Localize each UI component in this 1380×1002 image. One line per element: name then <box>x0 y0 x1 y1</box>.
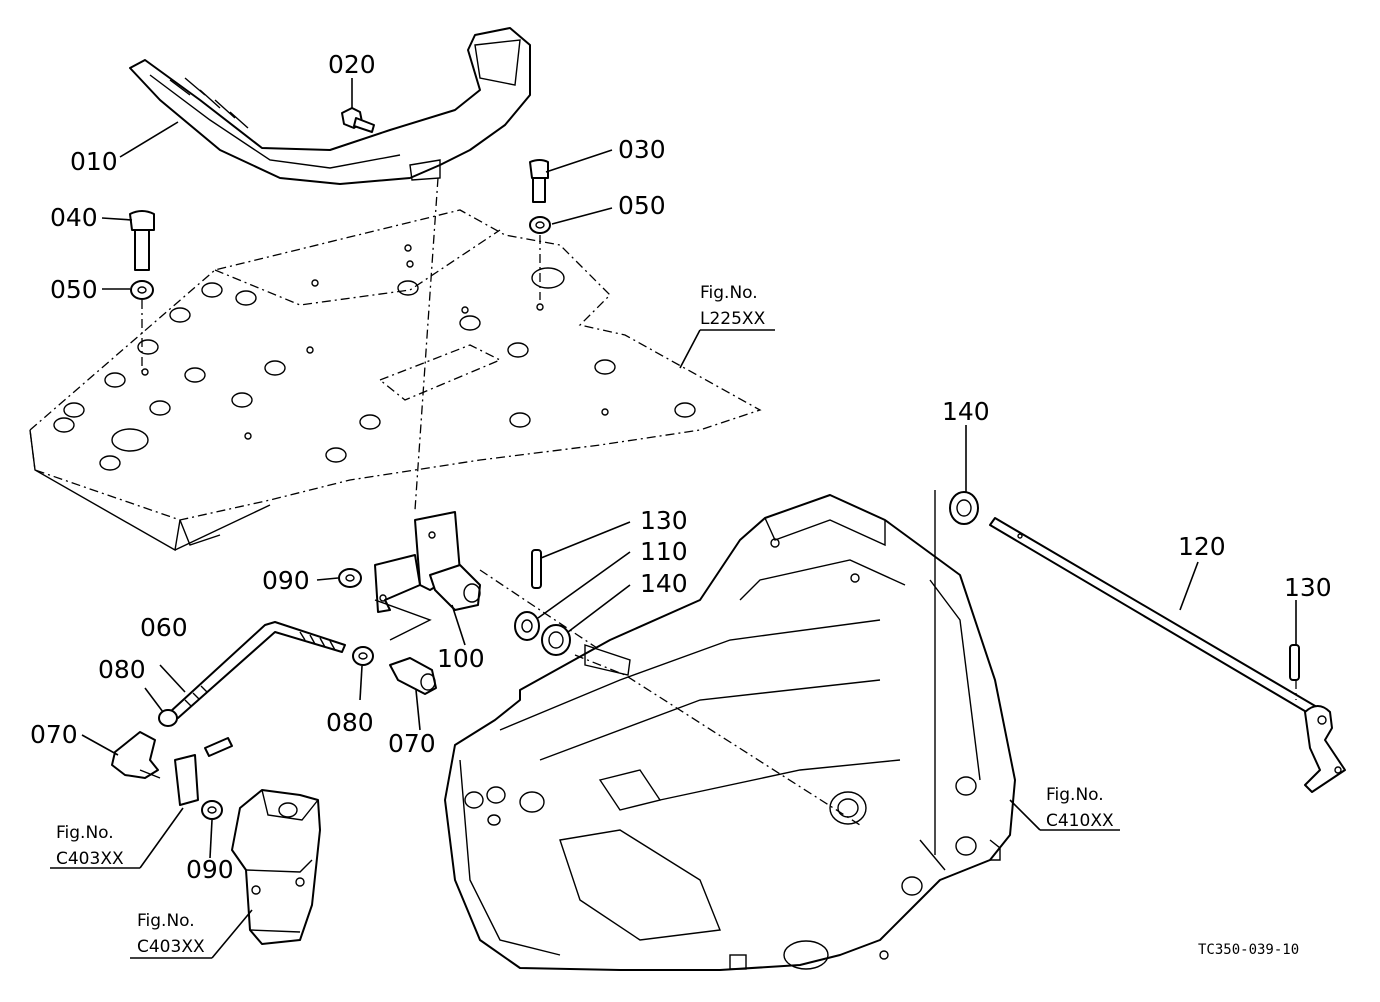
callout-080-right: 080 <box>326 708 374 737</box>
callout-labels: 010 020 030 040 050 050 060 070 070 080 … <box>30 50 1332 884</box>
callout-100: 100 <box>437 644 485 673</box>
pin-130-left <box>531 549 542 589</box>
bolt-040 <box>129 210 155 271</box>
callout-020: 020 <box>328 50 376 79</box>
nut-050-left <box>130 280 154 300</box>
small-bolt-a <box>204 737 233 757</box>
callout-050-left: 050 <box>50 275 98 304</box>
callout-090-bottom: 090 <box>186 855 234 884</box>
callout-050-right: 050 <box>618 191 666 220</box>
shaft-120 <box>989 517 1346 793</box>
figure-references: Fig.No. L225XX Fig.No. C410XX Fig.No. C4… <box>56 283 1114 957</box>
floor-plate <box>29 209 762 552</box>
callout-140-left: 140 <box>640 569 688 598</box>
bolt-020 <box>341 107 375 133</box>
diagram-code: TC350-039-10 <box>1198 942 1299 958</box>
fig-ref-c403-left-code: C403XX <box>56 849 124 869</box>
fig-ref-c403-left-label: Fig.No. <box>56 823 114 843</box>
fig-ref-l225-label: Fig.No. <box>700 283 758 303</box>
rod-060 <box>169 621 346 719</box>
callout-070-right: 070 <box>388 729 436 758</box>
nut-080-left <box>158 709 178 727</box>
leader-lines <box>50 78 1297 959</box>
washer-110 <box>514 611 540 641</box>
nut-050-right <box>529 216 551 234</box>
callout-040: 040 <box>50 203 98 232</box>
bolt-030 <box>529 159 549 203</box>
nut-080-right <box>352 646 374 666</box>
plate-holes <box>53 244 696 471</box>
seal-140-left <box>541 624 571 656</box>
bracket-100 <box>374 511 481 613</box>
callout-070-left: 070 <box>30 720 78 749</box>
small-bracket <box>174 754 199 806</box>
pedal-arm <box>129 27 531 185</box>
callout-130-left: 130 <box>640 506 688 535</box>
fig-ref-c410-label: Fig.No. <box>1046 785 1104 805</box>
callout-140-top: 140 <box>942 397 990 426</box>
nut-090-bottom <box>201 800 223 820</box>
callout-090-top: 090 <box>262 566 310 595</box>
fig-ref-l225-code: L225XX <box>700 309 766 329</box>
nut-090-top <box>338 568 362 588</box>
callout-030: 030 <box>618 135 666 164</box>
fig-ref-c403-bottom-label: Fig.No. <box>137 911 195 931</box>
callout-080-left: 080 <box>98 655 146 684</box>
seal-140-right <box>949 491 979 525</box>
valve-block <box>231 789 321 945</box>
transmission-housing <box>444 494 1016 971</box>
callout-120: 120 <box>1178 532 1226 561</box>
ball-joint-070-right <box>389 657 437 695</box>
fig-ref-c403-bottom-code: C403XX <box>137 937 205 957</box>
callout-130-right: 130 <box>1284 573 1332 602</box>
pin-130-right <box>1289 644 1300 681</box>
ball-joint-070-left <box>111 731 161 779</box>
callout-110: 110 <box>640 537 688 566</box>
callout-060: 060 <box>140 613 188 642</box>
fig-ref-c410-code: C410XX <box>1046 811 1114 831</box>
callout-010: 010 <box>70 147 118 176</box>
